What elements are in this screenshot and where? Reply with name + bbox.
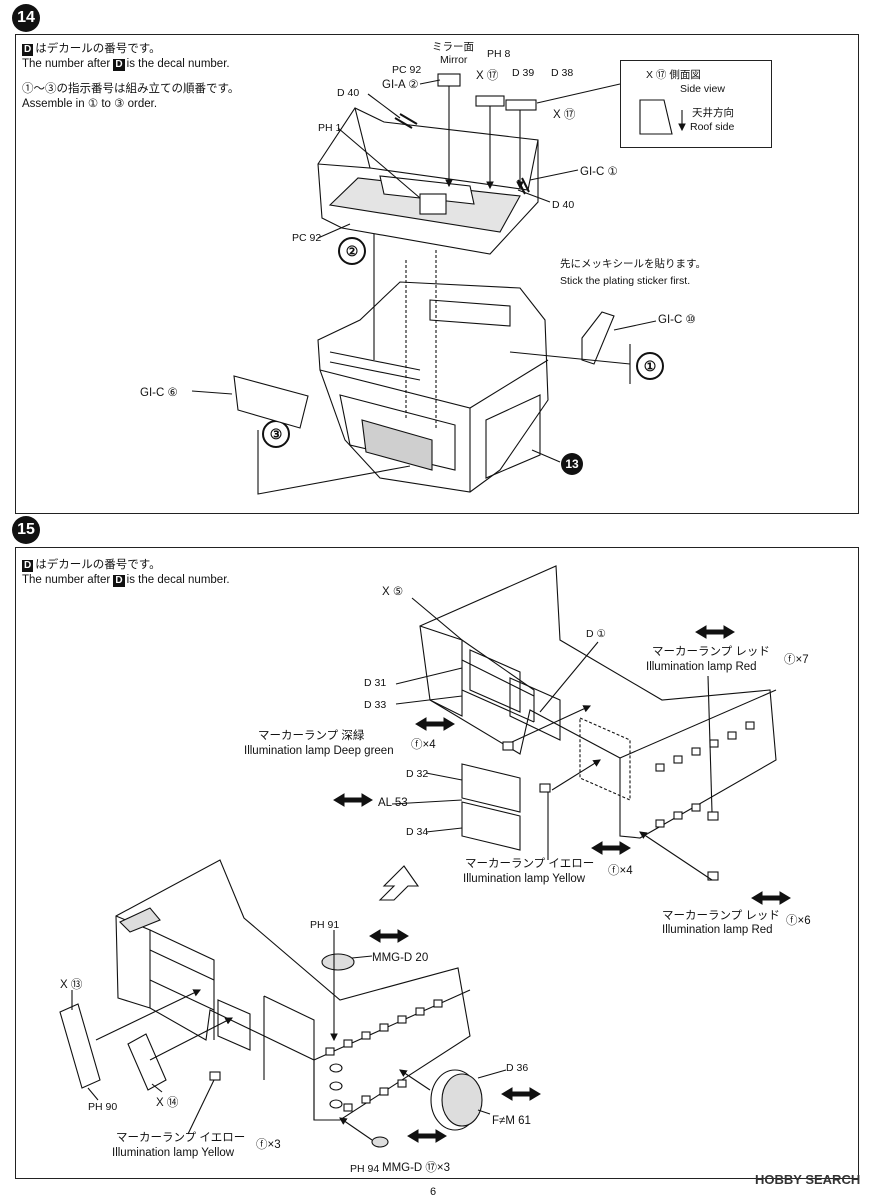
- part-mmg-d-20: MMG-D 20: [372, 952, 429, 964]
- part-d33: D 33: [364, 699, 387, 711]
- part-mmg-d-17: MMG-D ⑰×3: [382, 1162, 451, 1174]
- decal-note-en-post: is the decal number.: [126, 58, 230, 70]
- lamp-green-qty: ⓕ×4: [411, 739, 436, 751]
- decal-note-jp: はデカールの番号です。: [35, 559, 161, 571]
- assembly-order-note: ①～③の指示番号は組み立ての順番です。 Assemble in ① to ③ o…: [22, 82, 239, 112]
- part-ph1: PH 1: [318, 122, 342, 134]
- side-view-label-en: Side view: [680, 83, 725, 95]
- step-15-number: 15: [12, 516, 40, 544]
- side-view-shape: [639, 99, 673, 135]
- sticker-note-jp: 先にメッキシールを貼ります。: [560, 258, 706, 270]
- part-x5: X ⑤: [382, 586, 404, 598]
- order-note-en: Assemble in ① to ③ order.: [22, 98, 158, 110]
- al53-lower-lens: [461, 801, 521, 851]
- page-number: 6: [430, 1186, 437, 1198]
- al53-upper-lens: [461, 763, 521, 813]
- lamp-yellow-qty: ⓕ×4: [608, 865, 633, 877]
- marker-lamp-blocks: [502, 721, 755, 881]
- lamp-yellow2-jp: マーカーランプ イエロー: [116, 1132, 246, 1144]
- mirror-label-jp: ミラー面: [432, 41, 474, 53]
- part-ph94: PH 94: [350, 1163, 380, 1175]
- part-d1: D ①: [586, 628, 606, 640]
- order-note-jp: ①～③の指示番号は組み立ての順番です。: [22, 83, 240, 95]
- lamp-red2-en: Illumination lamp Red: [662, 924, 773, 936]
- lamp-green-jp: マーカーランプ 深緑: [258, 730, 365, 742]
- side-view-box: [620, 60, 772, 148]
- lamp-red2-jp: マーカーランプ レッド: [662, 910, 780, 922]
- mirror-label-en: Mirror: [440, 54, 468, 66]
- part-ph91: PH 91: [310, 919, 340, 931]
- decal-d-badge: D: [22, 44, 34, 56]
- part-gi-a-2: GI-A ②: [382, 79, 419, 91]
- lower-back-panel: [115, 859, 471, 1121]
- roof-side-label-jp: 天井方向: [692, 107, 734, 119]
- decal-d-badge: D: [113, 575, 125, 587]
- part-ph90: PH 90: [88, 1101, 118, 1113]
- direction-arrows: [333, 625, 791, 1143]
- step-15-panel: [15, 547, 859, 1179]
- decal-note-jp: はデカールの番号です。: [35, 43, 161, 55]
- step-14-panel: [15, 34, 859, 514]
- decal-note-en-pre: The number after: [22, 574, 111, 586]
- lamp-green-en: Illumination lamp Deep green: [244, 745, 394, 757]
- mirror-part: [437, 73, 461, 87]
- roof-tray-part: [317, 107, 539, 255]
- part-gi-c-10: GI-C ⑩: [658, 314, 696, 326]
- mmg-d-17-part: [371, 1136, 389, 1148]
- part-gi-c-6: GI-C ⑥: [140, 387, 178, 399]
- lamp-yellow-en: Illumination lamp Yellow: [463, 873, 586, 885]
- gi-c-10-part: [581, 311, 615, 365]
- part-d36: D 36: [506, 1062, 529, 1074]
- x14-part: [127, 1033, 167, 1091]
- part-al53: AL 53: [378, 797, 408, 809]
- x17-part-b: [505, 99, 537, 111]
- roof-side-label-en: Roof side: [690, 121, 735, 133]
- x17-part-a: [475, 95, 505, 107]
- x13-part: [59, 1003, 101, 1089]
- lamp-yellow-jp: マーカーランプ イエロー: [465, 858, 595, 870]
- part-ph8: PH 8: [487, 48, 511, 60]
- side-view-label-jp: X ⑰ 側面図: [646, 69, 701, 81]
- part-d34: D 34: [406, 826, 429, 838]
- decal-note-en-pre: The number after: [22, 58, 111, 70]
- part-fm61: F≠M 61: [492, 1115, 531, 1127]
- lamp-red2-qty: ⓕ×6: [786, 915, 811, 927]
- gi-c-6-part: [233, 375, 309, 429]
- part-d38: D 38: [551, 67, 574, 79]
- decal-d-badge: D: [22, 560, 34, 572]
- order-badge-2: ②: [338, 237, 366, 265]
- part-d32: D 32: [406, 768, 429, 780]
- lamp-red-en: Illumination lamp Red: [646, 661, 757, 673]
- part-x17-b: X ⑰: [553, 109, 576, 121]
- lamp-yellow2-en: Illumination lamp Yellow: [112, 1147, 235, 1159]
- part-d40-top: D 40: [337, 87, 360, 99]
- part-x14: X ⑭: [156, 1097, 179, 1109]
- down-arrow-indicator: [378, 865, 420, 901]
- part-x13: X ⑬: [60, 979, 83, 991]
- part-gi-c-1: GI-C ①: [580, 166, 618, 178]
- part-d39: D 39: [512, 67, 535, 79]
- sticker-note-en: Stick the plating sticker first.: [560, 275, 691, 287]
- decal-d-badge: D: [113, 59, 125, 71]
- watermark: HOBBY SEARCH: [755, 1172, 861, 1187]
- part-x17-a: X ⑰: [476, 70, 499, 82]
- cab-body-part: [317, 281, 549, 493]
- mmg-d-20-part: [321, 953, 355, 971]
- step-13-reference: 13: [561, 453, 583, 475]
- lamp-yellow2-qty: ⓕ×3: [256, 1139, 281, 1151]
- order-badge-1: ①: [636, 352, 664, 380]
- part-pc92-top: PC 92: [392, 64, 422, 76]
- lamp-red-jp: マーカーランプ レッド: [652, 646, 770, 658]
- step-14-number: 14: [12, 4, 40, 32]
- lamp-red-qty: ⓕ×7: [784, 654, 809, 666]
- part-d31: D 31: [364, 677, 387, 689]
- decal-note-en-post: is the decal number.: [126, 574, 230, 586]
- part-pc92-bottom: PC 92: [292, 232, 322, 244]
- part-d40-right: D 40: [552, 199, 575, 211]
